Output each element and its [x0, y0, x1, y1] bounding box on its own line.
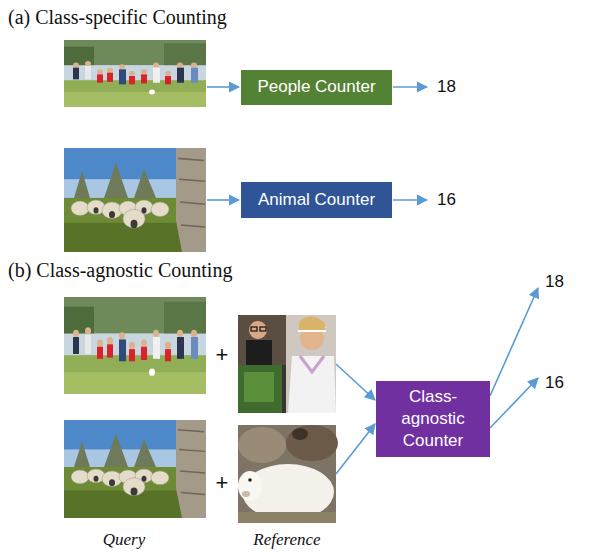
count-value: 18: [437, 77, 456, 97]
box-label: Animal Counter: [258, 189, 375, 211]
count-value: 16: [545, 373, 564, 393]
section-heading: (a) Class-specific Counting: [8, 6, 227, 29]
column-caption: Reference: [253, 530, 320, 550]
plus-sign: +: [216, 342, 229, 368]
count-value: 16: [437, 190, 456, 210]
counter-box: Animal Counter: [241, 182, 392, 218]
count-value: 18: [545, 272, 564, 292]
column-caption: Query: [103, 530, 145, 550]
plus-sign: +: [216, 470, 229, 496]
counter-box: Class-agnostic Counter: [376, 381, 490, 457]
box-label: People Counter: [257, 76, 375, 98]
box-label: Class-agnostic Counter: [382, 386, 484, 452]
counter-box: People Counter: [241, 70, 392, 105]
section-heading: (b) Class-agnostic Counting: [8, 259, 232, 282]
